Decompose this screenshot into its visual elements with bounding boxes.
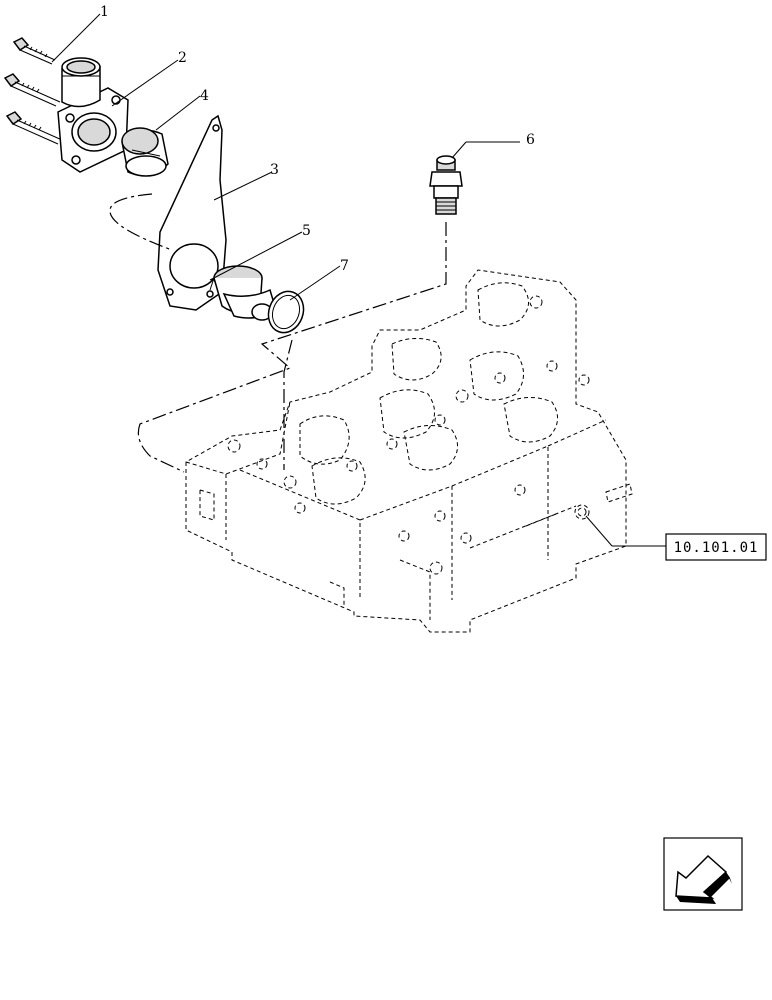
reference-link-box[interactable]: 10.101.01 bbox=[665, 533, 767, 561]
callout-6: 6 bbox=[526, 132, 535, 148]
callout-4: 4 bbox=[200, 88, 209, 104]
part-1-bolts bbox=[3, 37, 63, 145]
callout-1: 1 bbox=[100, 4, 109, 20]
part-7-o-ring bbox=[267, 290, 305, 334]
bolt-lower bbox=[5, 111, 63, 145]
previous-page-arrow-icon[interactable] bbox=[663, 837, 743, 911]
part-6-temperature-sender bbox=[429, 155, 463, 215]
cylinder-head-phantom bbox=[185, 269, 633, 633]
callout-2: 2 bbox=[178, 50, 187, 66]
part-5-thermostat bbox=[209, 265, 277, 321]
callout-7: 7 bbox=[340, 258, 349, 274]
part-2-housing bbox=[57, 57, 129, 173]
assembly-centerlines bbox=[109, 193, 447, 473]
leader-lines bbox=[51, 13, 666, 547]
callout-5: 5 bbox=[302, 223, 311, 239]
callout-3: 3 bbox=[270, 162, 279, 178]
part-3-gasket bbox=[157, 114, 227, 311]
reference-link-label[interactable]: 10.101.01 bbox=[674, 540, 759, 556]
bolt-upper bbox=[12, 37, 56, 65]
bolt-middle bbox=[3, 73, 61, 107]
part-4-sleeve bbox=[121, 127, 169, 177]
